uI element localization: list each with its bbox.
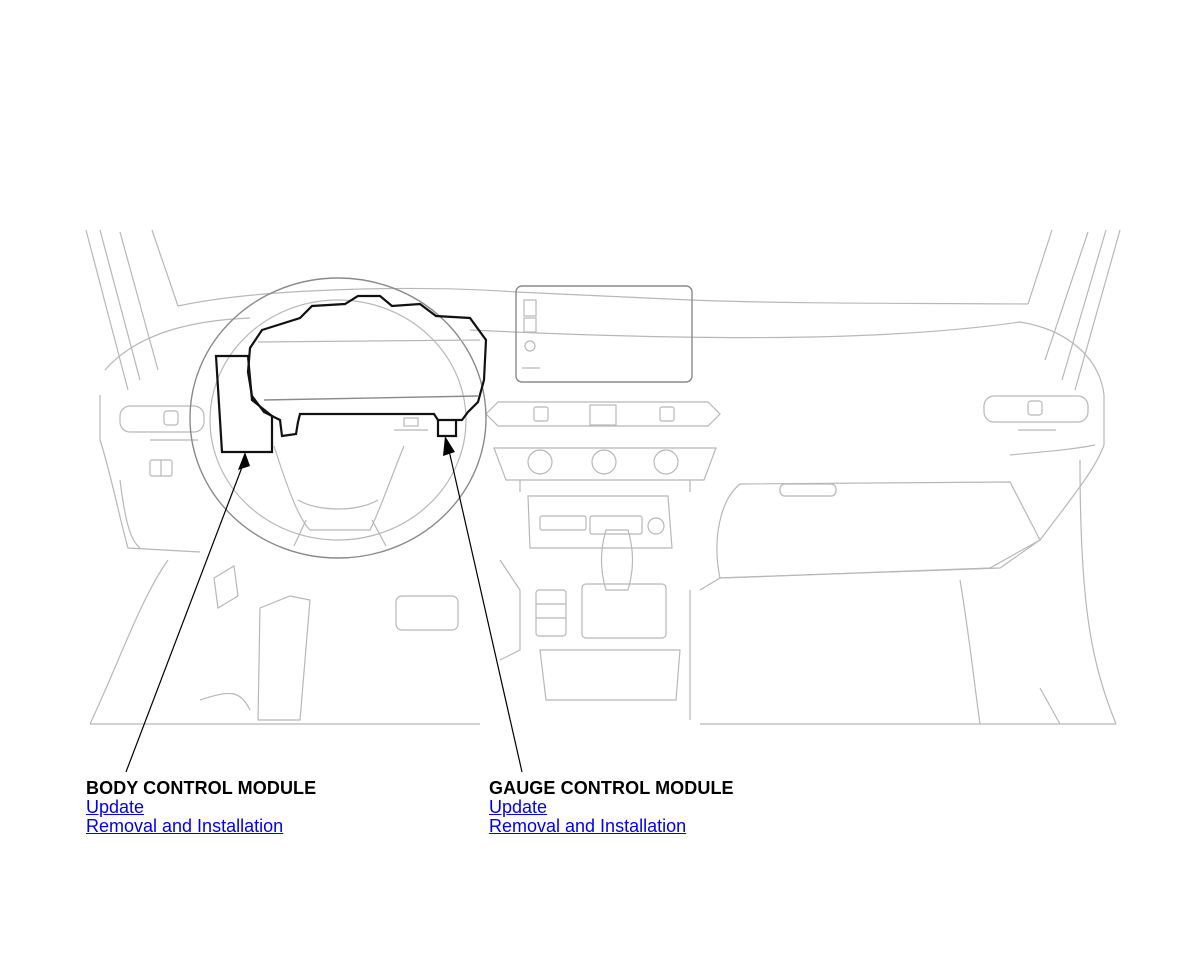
gauge-control-module-callout: GAUGE CONTROL MODULE Update Removal and … (489, 778, 734, 836)
steering-wheel (189, 277, 487, 559)
gauge-control-module-update-link[interactable]: Update (489, 797, 548, 817)
center-console (499, 495, 691, 720)
body-control-module-callout: BODY CONTROL MODULE Update Removal and I… (86, 778, 316, 836)
hvac-panel (493, 447, 717, 492)
side-vents (119, 395, 1089, 477)
dashboard-outline (99, 287, 1105, 591)
gauge-cluster (246, 294, 488, 438)
gauge-control-module-removal-link[interactable]: Removal and Installation (489, 816, 687, 836)
body-control-module-update-link[interactable]: Update (86, 797, 145, 817)
body-control-module (214, 354, 274, 454)
glove-box (716, 481, 1041, 579)
gauge-control-module-label: GAUGE CONTROL MODULE (489, 778, 734, 798)
leader-lines (125, 436, 523, 773)
floor-area (89, 459, 1117, 725)
a-pillars (85, 229, 1121, 391)
center-vents (485, 401, 721, 427)
body-control-module-label: BODY CONTROL MODULE (86, 778, 317, 798)
center-display (515, 285, 693, 383)
body-control-module-removal-link[interactable]: Removal and Installation (86, 816, 284, 836)
